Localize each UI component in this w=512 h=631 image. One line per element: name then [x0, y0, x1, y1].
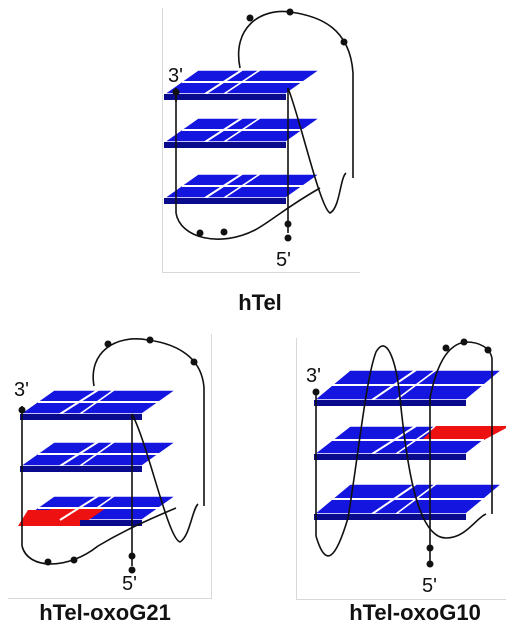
- g-quadruplex-diagram: 3' 5': [306, 338, 506, 597]
- panel-htel-oxog10: 3' 5': [296, 338, 506, 600]
- label-3-prime: 3': [14, 379, 29, 401]
- label-5-prime: 5': [122, 573, 137, 595]
- caption-htel: hTel: [238, 290, 282, 315]
- label-3-prime: 3': [168, 65, 183, 87]
- strand-nucleotides: [172, 8, 348, 242]
- panel-frame-right: [211, 334, 212, 599]
- tetrad-middle: [311, 425, 506, 460]
- panel-frame-bottom: [162, 272, 360, 273]
- panel-frame-left: [162, 8, 163, 273]
- tetrad-bottom: [161, 173, 323, 204]
- strand-nucleotides: [18, 336, 198, 574]
- panel-frame-left: [296, 338, 297, 600]
- panel-frame-bottom: [8, 598, 212, 599]
- strand-nucleotides: [312, 338, 492, 568]
- tetrad-middle: [17, 441, 179, 472]
- panel-frame-bottom: [296, 599, 506, 600]
- tetrad-top: [311, 369, 505, 406]
- label-5-prime: 5': [276, 249, 291, 271]
- g-quadruplex-diagram: 3' 5': [161, 8, 354, 271]
- tetrad-middle: [161, 117, 323, 148]
- panel-htel: 3' 5': [160, 8, 360, 273]
- g-quadruplex-diagram: 3' 5': [14, 336, 205, 595]
- label-3-prime: 3': [306, 365, 321, 387]
- caption-htel-oxog21: hTel-oxoG21: [39, 600, 171, 625]
- panel-htel-oxog21: 3' 5': [8, 334, 212, 599]
- oxog-square: [422, 426, 506, 440]
- label-5-prime: 5': [422, 575, 437, 597]
- tetrad-bottom: [17, 495, 179, 526]
- tetrad-top: [17, 389, 179, 420]
- caption-htel-oxog10: hTel-oxoG10: [349, 600, 481, 625]
- tetrad-top: [161, 69, 323, 100]
- tetrad-bottom: [311, 483, 505, 520]
